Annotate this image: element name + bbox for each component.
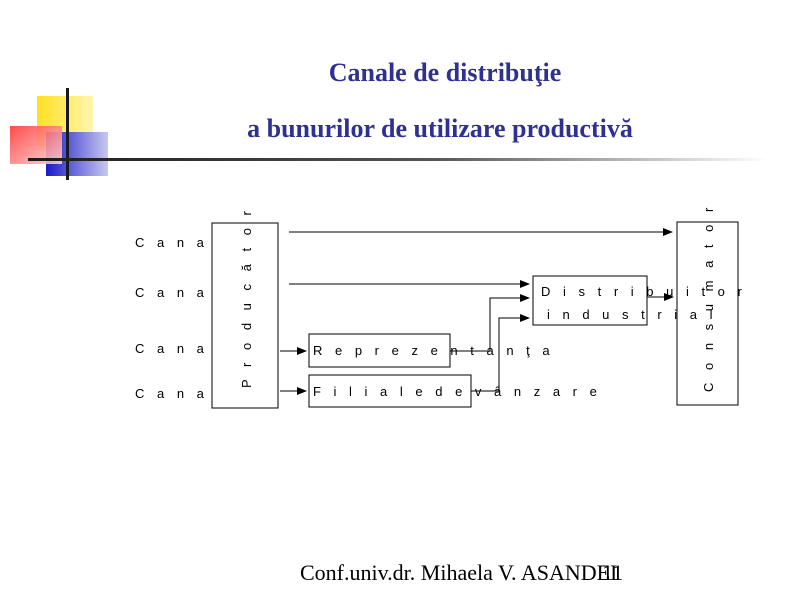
representative-label: R e p r e z e n t a n ţ a <box>313 343 554 358</box>
slide-title-line2: a bunurilor de utilizare productivă <box>247 114 633 143</box>
arrow-branches-distributor <box>471 314 530 392</box>
distributor-label-line1: D i s t r i b u i t o r <box>541 284 746 299</box>
arrow-representative-distributor <box>450 294 530 352</box>
vertical-rule <box>66 88 69 180</box>
slide-number: 11 <box>602 560 624 585</box>
consumer-box <box>676 221 739 406</box>
producer-box <box>211 222 279 409</box>
footer-author: Conf.univ.dr. Mihaela V. ASANDEI <box>300 560 618 585</box>
distributor-box <box>532 275 648 326</box>
producer-label: P r o d u c ă t o r <box>239 207 254 388</box>
horizontal-rule <box>28 158 768 161</box>
consumer-label: C o n s u m a t o r <box>701 203 716 392</box>
slide-title-line1: Canale de distribuţie <box>328 58 562 87</box>
branches-label: F i l i a l e d e v â n z a r e <box>313 384 601 399</box>
distributor-label-line2: i n d u s t r i a l <box>547 307 717 322</box>
representative-box <box>308 333 451 368</box>
channel-arrows <box>280 228 674 395</box>
